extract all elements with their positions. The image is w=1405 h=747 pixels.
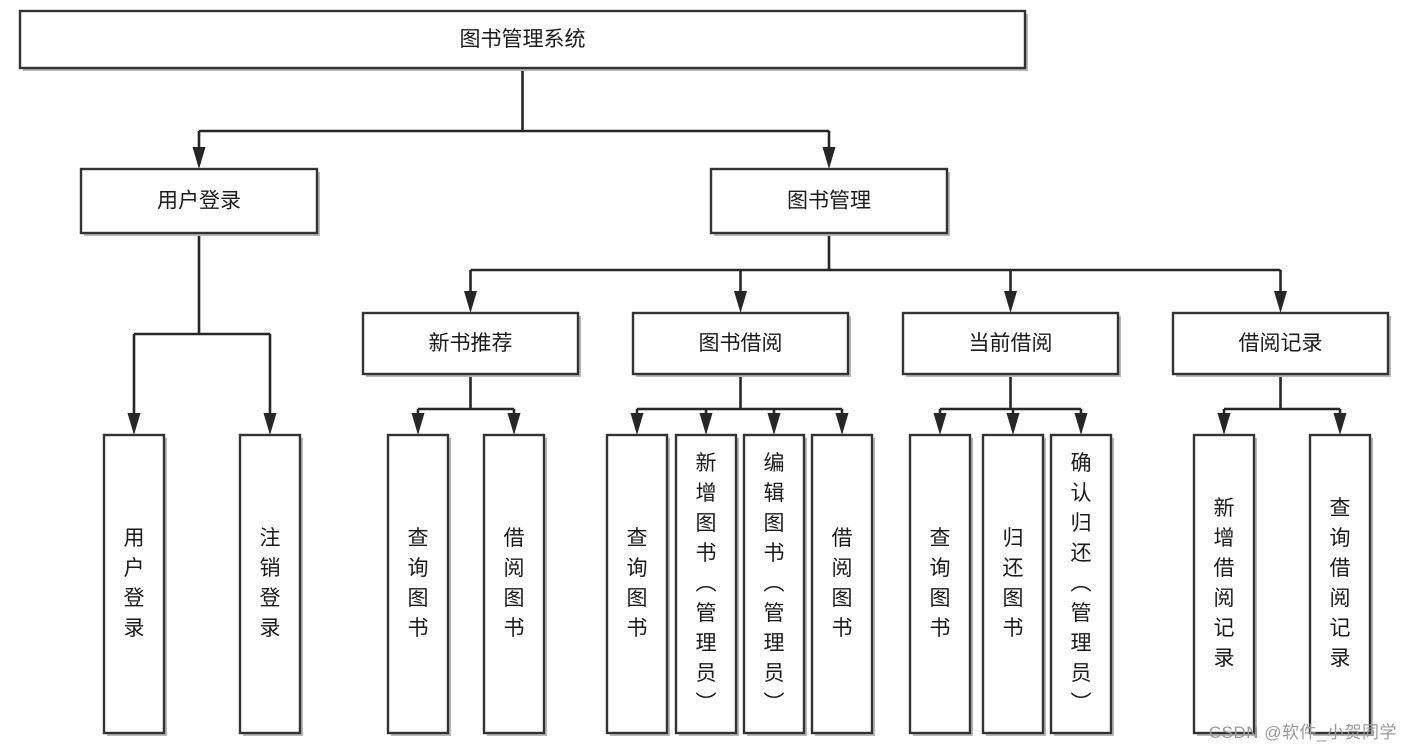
- node-leaf-query-book-2[interactable]: 查询图书: [605, 433, 670, 736]
- node-current-borrow[interactable]: 当前借阅: [901, 311, 1121, 377]
- arrow-head-icon: [933, 413, 947, 435]
- node-label: 查询图书: [627, 527, 648, 640]
- arrow-head-icon: [1333, 413, 1347, 435]
- node-user-login[interactable]: 用户登录: [79, 167, 320, 236]
- node-leaf-add-borrow-record[interactable]: 新增借阅记录: [1192, 433, 1257, 736]
- node-root[interactable]: 图书管理系统: [18, 9, 1028, 71]
- node-leaf-user-logout[interactable]: 注销登录: [238, 433, 303, 736]
- node-leaf-confirm-return[interactable]: 确认归还︵管理员︶: [1049, 433, 1114, 736]
- node-leaf-query-book-3[interactable]: 查询图书: [908, 433, 973, 736]
- node-label: 借阅图书: [832, 527, 853, 640]
- arrow-head-icon: [767, 413, 781, 435]
- arrow-head-icon: [1217, 413, 1231, 435]
- node-new-book-recommend[interactable]: 新书推荐: [361, 311, 581, 377]
- node-leaf-query-book-1[interactable]: 查询图书: [386, 433, 451, 736]
- node-leaf-add-book[interactable]: 新增图书︵管理员︶: [674, 433, 739, 736]
- node-leaf-edit-book[interactable]: 编辑图书︵管理员︶: [742, 433, 807, 736]
- node-leaf-borrow-book-1[interactable]: 借阅图书: [482, 433, 547, 736]
- node-book-borrow[interactable]: 图书借阅: [631, 311, 851, 377]
- node-label: 查询借阅记录: [1330, 497, 1351, 670]
- node-label: 确认归还︵管理员︶: [1071, 452, 1092, 715]
- node-borrow-record[interactable]: 借阅记录: [1171, 311, 1391, 377]
- arrow-head-icon: [464, 291, 477, 313]
- arrow-head-icon: [1074, 413, 1088, 435]
- node-label: 当前借阅: [969, 332, 1053, 355]
- node-label: 新增图书︵管理员︶: [696, 452, 717, 715]
- arrow-head-icon: [263, 413, 277, 435]
- arrow-head-icon: [507, 413, 521, 435]
- node-label: 注销登录: [260, 527, 281, 640]
- node-leaf-return-book[interactable]: 归还图书: [981, 433, 1046, 736]
- arrow-head-icon: [1004, 291, 1017, 313]
- arrow-head-icon: [630, 413, 644, 435]
- node-label: 编辑图书︵管理员︶: [764, 452, 785, 715]
- node-leaf-query-borrow-record[interactable]: 查询借阅记录: [1308, 433, 1373, 736]
- node-label: 图书管理: [787, 190, 871, 213]
- arrow-head-icon: [411, 413, 425, 435]
- node-label: 用户登录: [157, 190, 241, 213]
- node-label: 新书推荐: [429, 332, 513, 355]
- node-book-manage[interactable]: 图书管理: [709, 167, 950, 236]
- node-label: 归还图书: [1003, 527, 1024, 640]
- node-label: 查询图书: [408, 527, 429, 640]
- arrow-head-icon: [734, 291, 747, 313]
- node-leaf-borrow-book-2[interactable]: 借阅图书: [810, 433, 875, 736]
- node-label: 借阅图书: [504, 527, 525, 640]
- node-label: 新增借阅记录: [1214, 497, 1235, 670]
- node-label: 图书管理系统: [460, 28, 586, 51]
- node-leaf-user-login[interactable]: 用户登录: [102, 433, 167, 736]
- node-label: 借阅记录: [1239, 332, 1323, 355]
- node-label: 查询图书: [930, 527, 951, 640]
- arrow-head-icon: [192, 147, 206, 169]
- node-label: 用户登录: [124, 527, 145, 640]
- node-layer: 用户登录注销登录查询图书借阅图书查询图书新增图书︵管理员︶编辑图书︵管理员︶借阅…: [18, 9, 1391, 736]
- arrow-head-icon: [699, 413, 713, 435]
- node-label: 图书借阅: [699, 332, 783, 355]
- arrow-head-icon: [822, 147, 836, 169]
- arrow-head-icon: [127, 413, 141, 435]
- arrow-head-icon: [835, 413, 849, 435]
- arrow-head-icon: [1274, 291, 1287, 313]
- arrow-head-icon: [1006, 413, 1020, 435]
- connector-layer: [127, 68, 1347, 435]
